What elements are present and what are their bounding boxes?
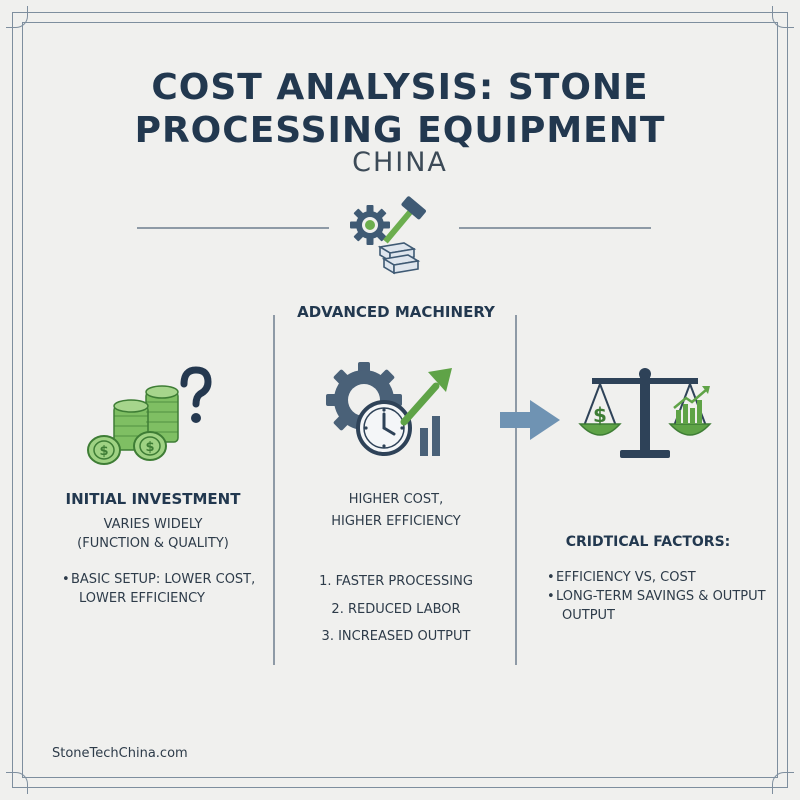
factor-bullet: •LONG-TERM SAVINGS & OUTPUT xyxy=(547,589,766,604)
factor-bullet-cont: OUTPUT xyxy=(562,608,615,623)
footer-website: StoneTechChina.com xyxy=(52,746,188,761)
bullet-dot: • xyxy=(547,570,555,585)
right-arrow-icon xyxy=(500,400,560,440)
bullet-text: BASIC SETUP: LOWER COST, xyxy=(71,572,256,587)
list-item: 1. FASTER PROCESSING xyxy=(319,574,473,589)
inner-frame xyxy=(22,22,778,778)
corner-ornament xyxy=(6,772,28,794)
corner-ornament xyxy=(772,6,794,28)
corner-ornament xyxy=(772,772,794,794)
title-line-2: PROCESSING EQUIPMENT xyxy=(134,110,666,151)
initial-investment-line-1: VARIES WIDELY xyxy=(103,517,203,532)
page-title: COST ANALYSIS: STONE PROCESSING EQUIPMEN… xyxy=(0,66,800,152)
basic-setup-bullet-cont: LOWER EFFICIENCY xyxy=(79,591,205,606)
column-divider-2 xyxy=(515,315,517,665)
column-divider-1 xyxy=(273,315,275,665)
balance-scale-icon: $ xyxy=(578,368,712,458)
initial-investment-line-2: (FUNCTION & QUALITY) xyxy=(77,536,229,551)
list-item: 3. INCREASED OUTPUT xyxy=(321,629,471,644)
coin-stacks-question-icon: $ $ xyxy=(87,366,212,465)
bullet-dot: • xyxy=(62,572,70,587)
advanced-machinery-heading: ADVANCED MACHINERY xyxy=(297,303,495,321)
factor-bullet: •EFFICIENCY VS, COST xyxy=(547,570,696,585)
bullet-text: EFFICIENCY VS, COST xyxy=(556,570,696,585)
bullet-dot: • xyxy=(547,589,555,604)
divider-right xyxy=(459,227,651,229)
title-line-1: COST ANALYSIS: STONE xyxy=(151,67,649,108)
page-subtitle: CHINA xyxy=(352,147,448,178)
corner-ornament xyxy=(6,6,28,28)
advanced-line-2: HIGHER EFFICIENCY xyxy=(331,514,461,529)
advanced-line-1: HIGHER COST, xyxy=(348,492,444,507)
initial-investment-heading: INITIAL INVESTMENT xyxy=(65,490,241,508)
bullet-text: LONG-TERM SAVINGS & OUTPUT xyxy=(556,589,766,604)
basic-setup-bullet: •BASIC SETUP: LOWER COST, xyxy=(62,572,255,587)
list-item: 2. REDUCED LABOR xyxy=(331,602,461,617)
gear-clock-growth-icon xyxy=(326,362,452,456)
svg-text:$: $ xyxy=(593,403,607,427)
svg-text:$: $ xyxy=(99,444,108,459)
critical-factors-heading: CRIDTICAL FACTORS: xyxy=(565,534,731,550)
divider-left xyxy=(137,227,329,229)
gear-hammer-stone-icon xyxy=(350,196,426,275)
svg-text:$: $ xyxy=(145,440,154,455)
outer-frame xyxy=(12,12,788,788)
